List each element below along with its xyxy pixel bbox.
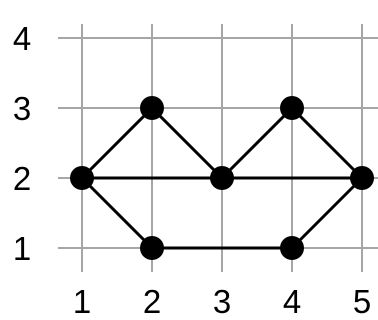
tick-labels: 1 2 3 4 5 1 2 3 4 [13, 20, 371, 320]
edge-e-g [290, 176, 364, 250]
node-g [280, 236, 304, 260]
x-tick-label: 2 [143, 283, 161, 320]
node-a [70, 166, 94, 190]
node-c [210, 166, 234, 190]
edge-b-c [150, 106, 224, 180]
edge-a-b [80, 106, 154, 180]
y-tick-label: 2 [13, 160, 31, 197]
node-d [280, 96, 304, 120]
x-tick-label: 4 [283, 283, 301, 320]
y-tick-label: 4 [13, 20, 31, 57]
x-tick-label: 1 [73, 283, 91, 320]
node-f [140, 236, 164, 260]
nodes [70, 96, 374, 260]
edge-d-e [290, 106, 364, 180]
edge-c-d [220, 106, 294, 180]
y-tick-label: 3 [13, 90, 31, 127]
edge-f-a [80, 176, 154, 250]
node-e [350, 166, 374, 190]
x-tick-label: 5 [353, 283, 371, 320]
node-b [140, 96, 164, 120]
x-tick-label: 3 [213, 283, 231, 320]
y-tick-label: 1 [13, 230, 31, 267]
